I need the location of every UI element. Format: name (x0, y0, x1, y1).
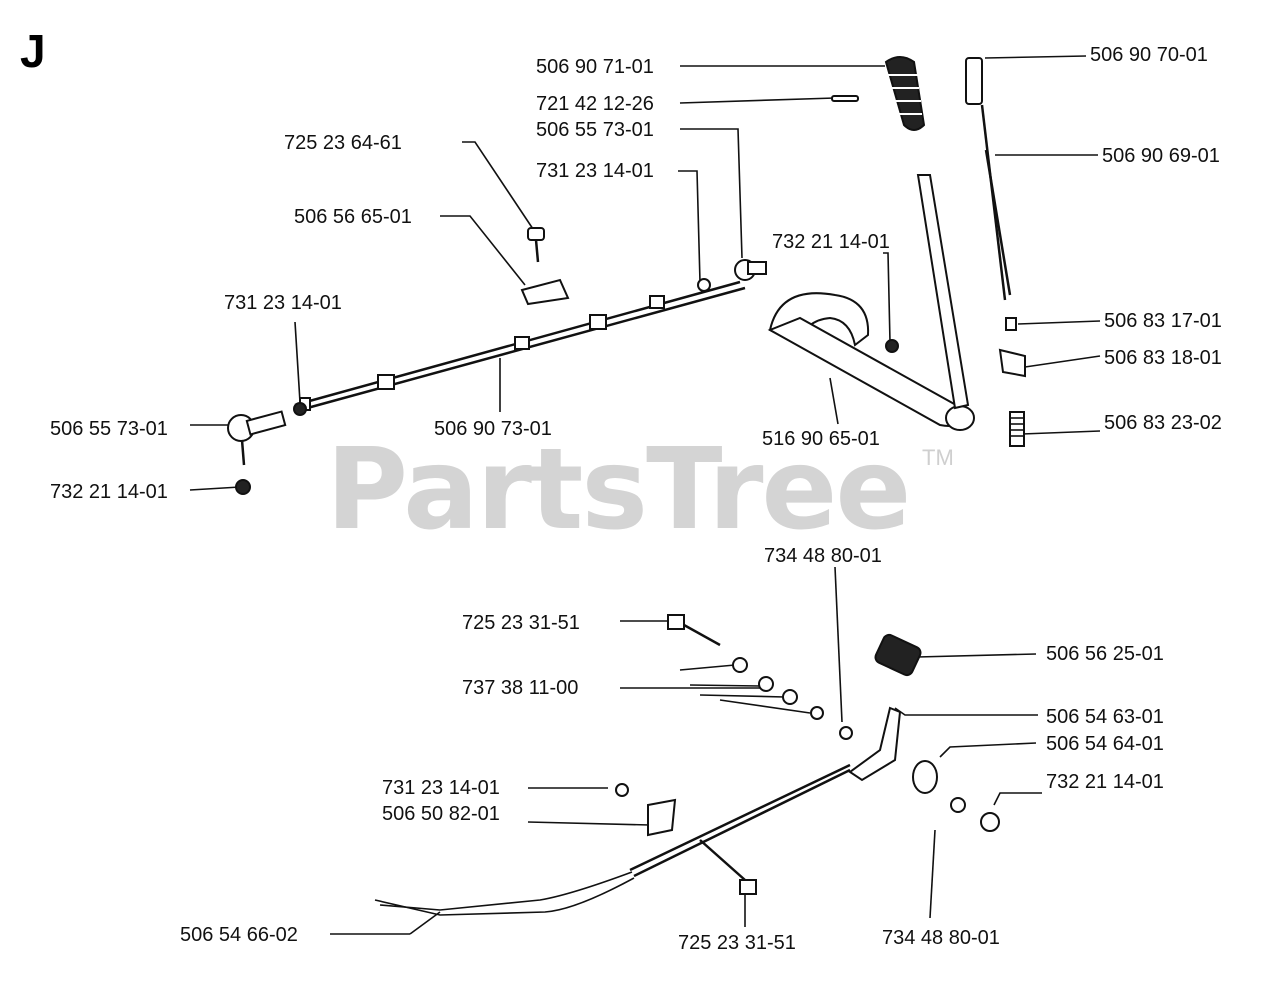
cable-sleeve-icon (514, 336, 530, 350)
callout-516-90-65-01: 516 90 65-01 (762, 428, 880, 450)
cable-adjuster-icon (589, 314, 607, 330)
callout-506-90-73-01: 506 90 73-01 (434, 418, 552, 440)
callout-731-23-14-01-left: 731 23 14-01 (224, 292, 342, 314)
pin-506-83-17-icon (1005, 317, 1017, 331)
callout-506-55-73-01-left: 506 55 73-01 (50, 418, 168, 440)
nut-shaft-icon (885, 339, 899, 353)
callout-506-54-66-02: 506 54 66-02 (180, 924, 298, 946)
trademark-mark: TM (922, 445, 954, 470)
callout-732-21-14-01-top: 732 21 14-01 (772, 231, 890, 253)
washer-1-icon (732, 657, 748, 673)
callout-725-23-31-51-bottom: 725 23 31-51 (678, 932, 796, 954)
nut-left-icon (293, 402, 307, 416)
nut-732-bottom-icon (980, 812, 1000, 832)
lower-pedal-assembly (374, 614, 1000, 916)
callout-506-90-71-01: 506 90 71-01 (536, 56, 654, 78)
washer-3-icon (782, 689, 798, 705)
callout-506-55-73-01-top: 506 55 73-01 (536, 119, 654, 141)
callout-506-83-17-01: 506 83 17-01 (1104, 310, 1222, 332)
callout-506-90-69-01: 506 90 69-01 (1102, 145, 1220, 167)
callout-506-54-64-01: 506 54 64-01 (1046, 733, 1164, 755)
leader-lines (189, 55, 1101, 935)
bolt-725-31-top-icon (667, 614, 685, 630)
latch-plate-icon (998, 348, 1026, 378)
callout-725-23-64-61: 725 23 64-61 (284, 132, 402, 154)
section-letter: J (20, 25, 46, 77)
pedal-pad-icon (874, 633, 922, 677)
callout-506-90-70-01: 506 90 70-01 (1090, 44, 1208, 66)
handle-grip-icon (884, 56, 926, 131)
callout-732-21-14-01-bottom: 732 21 14-01 (1046, 771, 1164, 793)
callout-737-38-11-00: 737 38 11-00 (462, 677, 579, 699)
callout-734-48-80-01-bottom: 734 48 80-01 (882, 927, 1000, 949)
bracket-506-50-icon (647, 798, 677, 837)
callout-732-21-14-01-left: 732 21 14-01 (50, 481, 168, 503)
parts-tree-watermark: PartsTree (326, 425, 911, 555)
nut-731-bottom-icon (615, 783, 629, 797)
bolt-725-64-icon (527, 227, 545, 241)
nut-left-bottom-icon (235, 479, 251, 495)
nut-731-icon (697, 278, 711, 292)
callout-506-83-23-02: 506 83 23-02 (1104, 412, 1222, 434)
lever-arm-icon (916, 174, 970, 410)
callout-506-56-65-01: 506 56 65-01 (294, 206, 412, 228)
bolt-725-31-bottom-icon (739, 879, 757, 895)
spring-icon (1009, 411, 1025, 447)
upper-lever-assembly (227, 56, 1026, 495)
callout-725-23-31-51-top: 725 23 31-51 (462, 612, 580, 634)
knob-506-70-icon (965, 57, 983, 105)
pedal-arm-icon (848, 706, 902, 782)
callout-506-83-18-01: 506 83 18-01 (1104, 347, 1222, 369)
cable-ferrule-icon (377, 374, 395, 390)
callout-721-42-12-26: 721 42 12-26 (536, 93, 654, 115)
washer-2-icon (758, 676, 774, 692)
cable-clamp-icon (520, 278, 570, 306)
nut-734-top-icon (839, 726, 853, 740)
washer-4-icon (810, 706, 824, 720)
callout-734-48-80-01-top: 734 48 80-01 (764, 545, 882, 567)
callout-731-23-14-01-top: 731 23 14-01 (536, 160, 654, 182)
cable-end-icon (649, 295, 665, 309)
callout-506-54-63-01: 506 54 63-01 (1046, 706, 1164, 728)
callout-506-50-82-01: 506 50 82-01 (382, 803, 500, 825)
bushing-icon (912, 760, 938, 794)
washer-734-bottom-icon (950, 797, 966, 813)
pin-721-icon (831, 95, 859, 102)
callout-731-23-14-01-bottom: 731 23 14-01 (382, 777, 500, 799)
callout-506-56-25-01: 506 56 25-01 (1046, 643, 1164, 665)
